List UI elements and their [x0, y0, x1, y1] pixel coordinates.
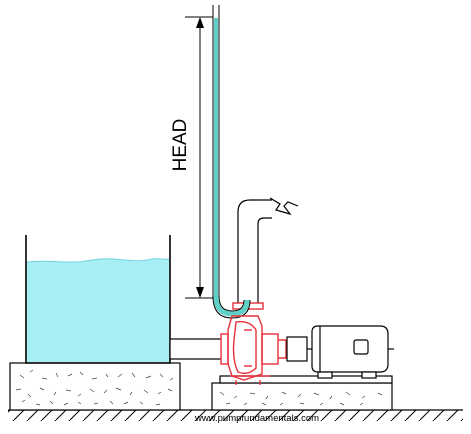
arrow-down-icon	[196, 287, 204, 298]
centrifugal-pump	[227, 315, 287, 385]
concrete-texture-icon	[15, 369, 174, 406]
tank-water	[27, 258, 169, 362]
head-dimension: HEAD	[170, 16, 213, 299]
coupling-guard	[286, 336, 308, 362]
motor-terminal-box	[353, 339, 369, 355]
pump-base	[211, 375, 393, 411]
discharge-pipe	[232, 197, 299, 310]
suction-pipe	[169, 333, 229, 365]
arrow-up-icon	[196, 17, 204, 28]
supply-tank	[25, 235, 171, 364]
source-caption: www.pumpfundamentals.com	[194, 413, 319, 424]
head-label: HEAD	[170, 119, 191, 172]
ground-hatch-icon	[8, 410, 463, 421]
tank-base	[9, 362, 181, 411]
head-tube	[212, 5, 251, 319]
motor-body	[311, 325, 389, 373]
motor	[286, 325, 394, 379]
pipe-break-icon	[269, 197, 299, 216]
